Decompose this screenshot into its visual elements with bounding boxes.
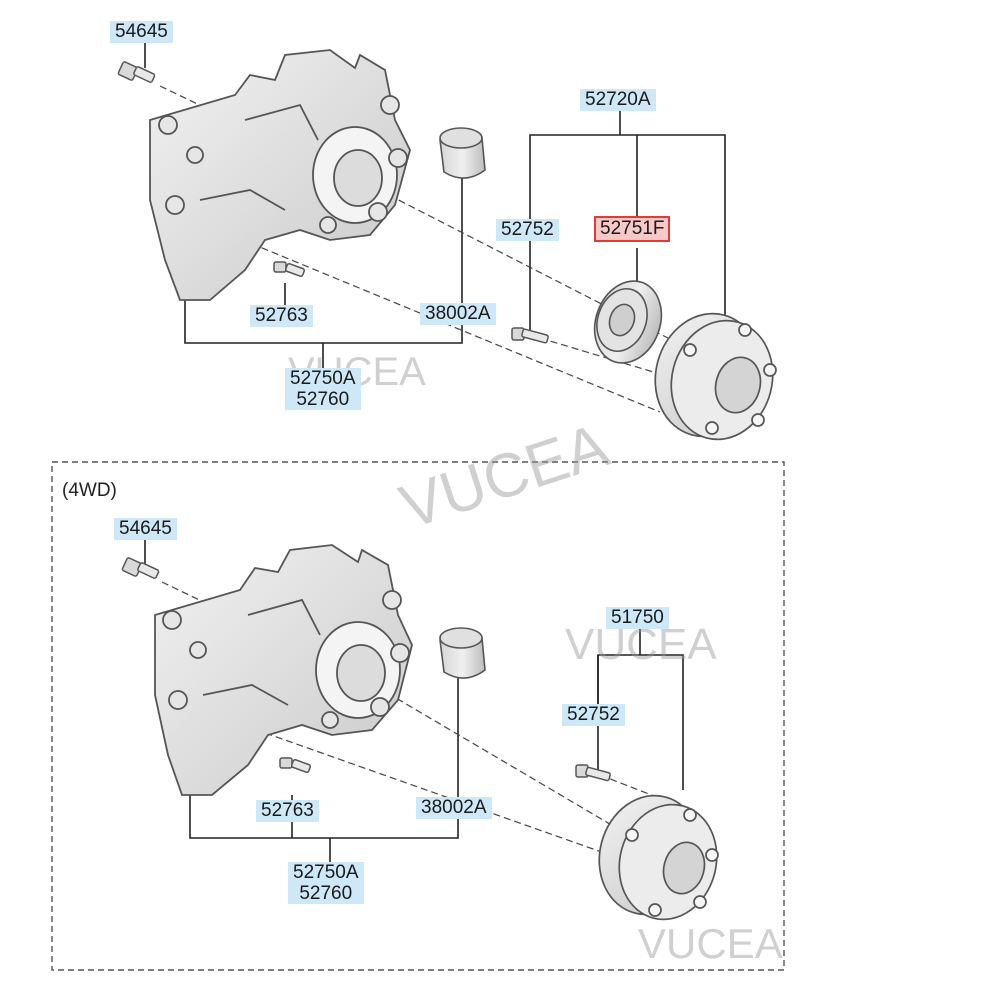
bolt-52763-top <box>273 261 306 278</box>
knuckle-bolt-54645-top <box>117 61 156 83</box>
part-label-52763[interactable]: 52763 <box>256 800 319 822</box>
part-label-52750A[interactable]: 52750A <box>290 368 356 389</box>
bottom-assembly <box>121 540 719 921</box>
part-label-52751F-highlighted[interactable]: 52751F <box>594 216 671 242</box>
bolt-52763-bottom <box>279 757 312 774</box>
part-label-knuckle-top[interactable]: 52750A 52760 <box>285 368 361 410</box>
part-label-52720A[interactable]: 52720A <box>580 89 656 111</box>
part-label-38002A[interactable]: 38002A <box>416 797 492 819</box>
bushing-38002A-bottom <box>439 627 486 679</box>
part-label-52750A[interactable]: 52750A <box>293 862 359 883</box>
part-label-52760[interactable]: 52760 <box>296 389 350 410</box>
top-assembly <box>117 42 777 441</box>
part-label-52752[interactable]: 52752 <box>496 219 559 241</box>
part-label-52760[interactable]: 52760 <box>299 883 353 904</box>
bushing-38002A-top <box>439 127 486 179</box>
part-label-52752[interactable]: 52752 <box>562 704 625 726</box>
part-label-52763[interactable]: 52763 <box>250 305 313 327</box>
part-label-38002A[interactable]: 38002A <box>420 303 496 325</box>
knuckle-bolt-54645-bottom <box>121 557 160 579</box>
wheel-hub-51750 <box>598 794 719 921</box>
hub-bolt-52752-bottom <box>575 764 611 782</box>
variant-label-4wd: (4WD) <box>62 480 117 501</box>
bearing-52751F <box>593 280 663 364</box>
wheel-hub-52720A <box>654 312 777 441</box>
part-label-51750[interactable]: 51750 <box>606 607 669 629</box>
4wd-variant-frame <box>51 461 785 971</box>
steering-knuckle-top <box>149 49 411 301</box>
part-label-knuckle-bottom[interactable]: 52750A 52760 <box>288 862 364 904</box>
part-label-54645[interactable]: 54645 <box>110 21 173 43</box>
steering-knuckle-bottom <box>154 544 413 796</box>
part-label-54645[interactable]: 54645 <box>114 518 177 540</box>
hub-bolt-52752-top <box>511 327 549 344</box>
